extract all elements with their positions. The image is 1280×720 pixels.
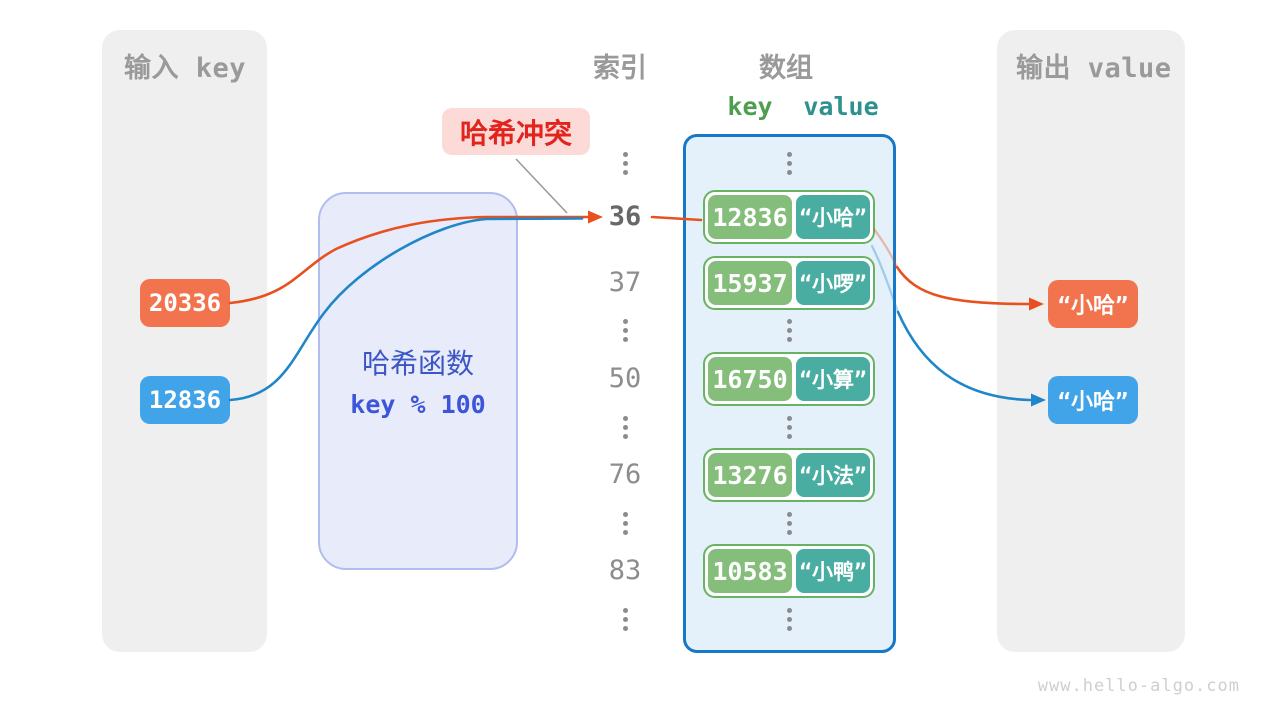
dot: [786, 511, 792, 517]
entry-value: “小啰”: [796, 261, 870, 305]
index-label-83: 83: [608, 555, 642, 586]
dot: [622, 625, 628, 631]
index-ellipsis: [622, 607, 628, 631]
entry-key: 15937: [708, 261, 792, 305]
dot: [622, 318, 628, 324]
key-column-header: key: [727, 92, 773, 121]
output-value-orange: “小哈”: [1048, 280, 1138, 328]
dot: [622, 169, 628, 175]
index-ellipsis: [622, 511, 628, 535]
dot: [622, 424, 628, 430]
array-ellipsis: [786, 511, 792, 535]
dot: [786, 160, 792, 166]
output-panel-title: 输出 value: [1016, 53, 1172, 84]
index-ellipsis: [622, 415, 628, 439]
dot: [622, 529, 628, 535]
entry-value: “小法”: [796, 453, 870, 497]
index-column-title: 索引: [593, 53, 647, 84]
index-ellipsis: [622, 318, 628, 342]
dot: [786, 169, 792, 175]
entry-key: 16750: [708, 357, 792, 401]
array-entry-83: 10583“小鸭”: [703, 544, 875, 598]
dot: [786, 433, 792, 439]
array-ellipsis: [786, 415, 792, 439]
index-ellipsis: [622, 151, 628, 175]
dot: [786, 625, 792, 631]
input-key-20336: 20336: [140, 279, 230, 327]
dot: [786, 336, 792, 342]
array-ellipsis: [786, 318, 792, 342]
dot: [622, 151, 628, 157]
output-panel: [997, 30, 1185, 652]
entry-key: 12836: [708, 195, 792, 239]
dot: [786, 327, 792, 333]
array-ellipsis: [786, 607, 792, 631]
dot: [786, 607, 792, 613]
dot: [786, 520, 792, 526]
entry-value: “小鸭”: [796, 549, 870, 593]
dot: [622, 327, 628, 333]
array-ellipsis: [786, 151, 792, 175]
entry-value: “小哈”: [796, 195, 870, 239]
array-entry-76: 13276“小法”: [703, 448, 875, 502]
dot: [622, 616, 628, 622]
index-label-37: 37: [608, 267, 642, 298]
entry-key: 13276: [708, 453, 792, 497]
array-entry-50: 16750“小算”: [703, 352, 875, 406]
watermark: www.hello-algo.com: [1037, 676, 1240, 696]
dot: [622, 160, 628, 166]
dot: [622, 415, 628, 421]
dot: [786, 318, 792, 324]
dot: [786, 415, 792, 421]
dot: [622, 433, 628, 439]
index-label-36: 36: [608, 201, 642, 232]
dot: [622, 336, 628, 342]
input-key-12836: 12836: [140, 376, 230, 424]
input-panel-title: 输入 key: [124, 53, 247, 84]
dot: [786, 151, 792, 157]
array-column-title: 数组: [759, 53, 813, 84]
index-label-76: 76: [608, 459, 642, 490]
output-value-blue: “小哈”: [1048, 376, 1138, 424]
dot: [786, 529, 792, 535]
entry-key: 10583: [708, 549, 792, 593]
dot: [786, 616, 792, 622]
dot: [786, 424, 792, 430]
value-column-header: value: [803, 92, 879, 121]
hash-collision-badge: 哈希冲突: [442, 108, 590, 155]
array-entry-36: 12836“小哈”: [703, 190, 875, 244]
entry-value: “小算”: [796, 357, 870, 401]
dot: [622, 511, 628, 517]
dot: [622, 607, 628, 613]
array-entry-37: 15937“小啰”: [703, 256, 875, 310]
dot: [622, 520, 628, 526]
index-label-50: 50: [608, 363, 642, 394]
